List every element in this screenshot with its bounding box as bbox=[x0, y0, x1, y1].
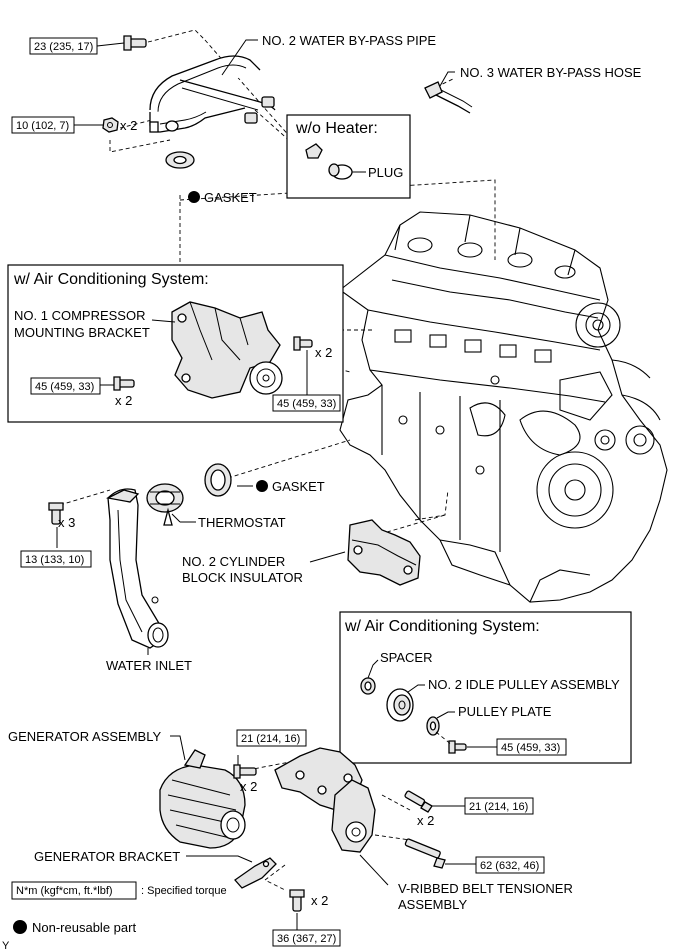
wo-heater-box: w/o Heater: PLUG bbox=[286, 114, 411, 199]
svg-text:45 (459, 33): 45 (459, 33) bbox=[35, 381, 94, 393]
label-gasket-middle: GASKET bbox=[272, 479, 325, 494]
torque-45-pulley: 45 (459, 33) bbox=[496, 738, 567, 756]
generator-assembly bbox=[159, 749, 246, 849]
label-insulator-1: NO. 2 CYLINDER bbox=[182, 554, 285, 569]
qty-36: x 2 bbox=[311, 893, 328, 908]
gasket-middle bbox=[204, 463, 232, 497]
bolt-13 bbox=[48, 502, 64, 525]
bolt-21-upper bbox=[233, 764, 257, 779]
torque-21-upper: 21 (214, 16) bbox=[236, 729, 307, 747]
torque-45-right: 45 (459, 33) bbox=[272, 394, 341, 412]
label-idle-pulley: NO. 2 IDLE PULLEY ASSEMBLY bbox=[428, 677, 620, 692]
engine-block bbox=[339, 211, 668, 603]
svg-text:45 (459, 33): 45 (459, 33) bbox=[277, 398, 336, 410]
leader-lines bbox=[74, 39, 455, 487]
label-spacer: SPACER bbox=[380, 650, 433, 665]
spacer-part bbox=[360, 677, 376, 695]
cylinder-block-insulator bbox=[347, 519, 421, 586]
ac-system-title-2: w/ Air Conditioning System: bbox=[344, 618, 540, 635]
clamp-part bbox=[305, 143, 323, 159]
torque-10: 10 (102, 7) bbox=[11, 116, 75, 134]
qty-45-left: x 2 bbox=[115, 393, 132, 408]
label-compressor-bracket-2: MOUNTING BRACKET bbox=[14, 325, 150, 340]
bolt-21-right bbox=[404, 790, 433, 813]
nonreusable-marker-1 bbox=[188, 191, 200, 203]
water-bypass-hose-3 bbox=[424, 81, 473, 114]
legend-torque: N*m (kgf*cm, ft.*lbf) : Specified torque bbox=[11, 881, 227, 900]
thermostat bbox=[146, 483, 184, 526]
torque-45-left: 45 (459, 33) bbox=[30, 377, 101, 395]
bolt-62 bbox=[404, 838, 446, 869]
ac-system-box-2: w/ Air Conditioning System: bbox=[339, 611, 632, 764]
svg-text:21 (214, 16): 21 (214, 16) bbox=[241, 733, 300, 745]
idle-pulley-part bbox=[386, 688, 414, 722]
bolt-45-right bbox=[293, 336, 313, 351]
torque-36: 36 (367, 27) bbox=[272, 929, 341, 947]
gasket-top bbox=[165, 151, 195, 169]
nonreusable-marker-2 bbox=[256, 480, 268, 492]
label-water-bypass-pipe-2: NO. 2 WATER BY-PASS PIPE bbox=[262, 33, 436, 48]
svg-text:21 (214, 16): 21 (214, 16) bbox=[469, 801, 528, 813]
svg-text:23 (235, 17): 23 (235, 17) bbox=[34, 41, 93, 53]
wo-heater-title: w/o Heater: bbox=[295, 120, 378, 137]
label-water-bypass-hose-3: NO. 3 WATER BY-PASS HOSE bbox=[460, 65, 642, 80]
torque-62: 62 (632, 46) bbox=[475, 856, 545, 874]
svg-text:62 (632, 46): 62 (632, 46) bbox=[480, 860, 539, 872]
generator-bracket bbox=[234, 857, 277, 889]
qty-13: x 3 bbox=[58, 515, 75, 530]
label-insulator-2: BLOCK INSULATOR bbox=[182, 570, 303, 585]
label-tensioner-1: V-RIBBED BELT TENSIONER bbox=[398, 881, 573, 896]
tensioner-assembly bbox=[331, 779, 376, 853]
label-thermostat: THERMOSTAT bbox=[198, 515, 286, 530]
qty-45-right: x 2 bbox=[315, 345, 332, 360]
label-tensioner-2: ASSEMBLY bbox=[398, 897, 467, 912]
bolt-36 bbox=[289, 889, 305, 912]
label-gasket-top: GASKET bbox=[204, 190, 257, 205]
nonreusable-bullet-icon bbox=[13, 920, 27, 934]
label-compressor-bracket-1: NO. 1 COMPRESSOR bbox=[14, 308, 145, 323]
legend-torque-box: N*m (kgf*cm, ft.*lbf) bbox=[16, 885, 113, 897]
legend-torque-desc: : Specified torque bbox=[141, 885, 227, 897]
bolt-23 bbox=[123, 35, 147, 51]
label-water-inlet: WATER INLET bbox=[106, 658, 192, 673]
ac-system-title-1: w/ Air Conditioning System: bbox=[13, 271, 209, 288]
bolt-45-left bbox=[113, 376, 135, 391]
svg-text:36 (367, 27): 36 (367, 27) bbox=[277, 933, 336, 945]
svg-text:10 (102, 7): 10 (102, 7) bbox=[16, 120, 69, 132]
compressor-bracket bbox=[171, 301, 283, 399]
water-bypass-pipe-2 bbox=[149, 55, 276, 133]
torque-21-right: 21 (214, 16) bbox=[464, 797, 534, 815]
label-plug: PLUG bbox=[368, 165, 403, 180]
water-inlet bbox=[105, 488, 169, 649]
corner-mark: Y bbox=[2, 940, 10, 952]
torque-23: 23 (235, 17) bbox=[29, 37, 98, 55]
qty-21-upper: x 2 bbox=[240, 779, 257, 794]
qty-21-right: x 2 bbox=[417, 813, 434, 828]
torque-13: 13 (133, 10) bbox=[20, 550, 92, 568]
pulley-plate-part bbox=[426, 716, 440, 736]
label-generator-assembly: GENERATOR ASSEMBLY bbox=[8, 729, 161, 744]
legend-nonreusable: Non-reusable part bbox=[13, 920, 136, 935]
bolt-45-pulley bbox=[448, 740, 467, 754]
label-generator-bracket: GENERATOR BRACKET bbox=[34, 849, 180, 864]
legend-nonreusable-label: Non-reusable part bbox=[32, 920, 136, 935]
qty-10: x 2 bbox=[120, 118, 137, 133]
nut-10 bbox=[102, 117, 119, 133]
label-pulley-plate: PULLEY PLATE bbox=[458, 704, 552, 719]
svg-text:45 (459, 33): 45 (459, 33) bbox=[501, 742, 560, 754]
svg-text:13 (133, 10): 13 (133, 10) bbox=[25, 554, 84, 566]
